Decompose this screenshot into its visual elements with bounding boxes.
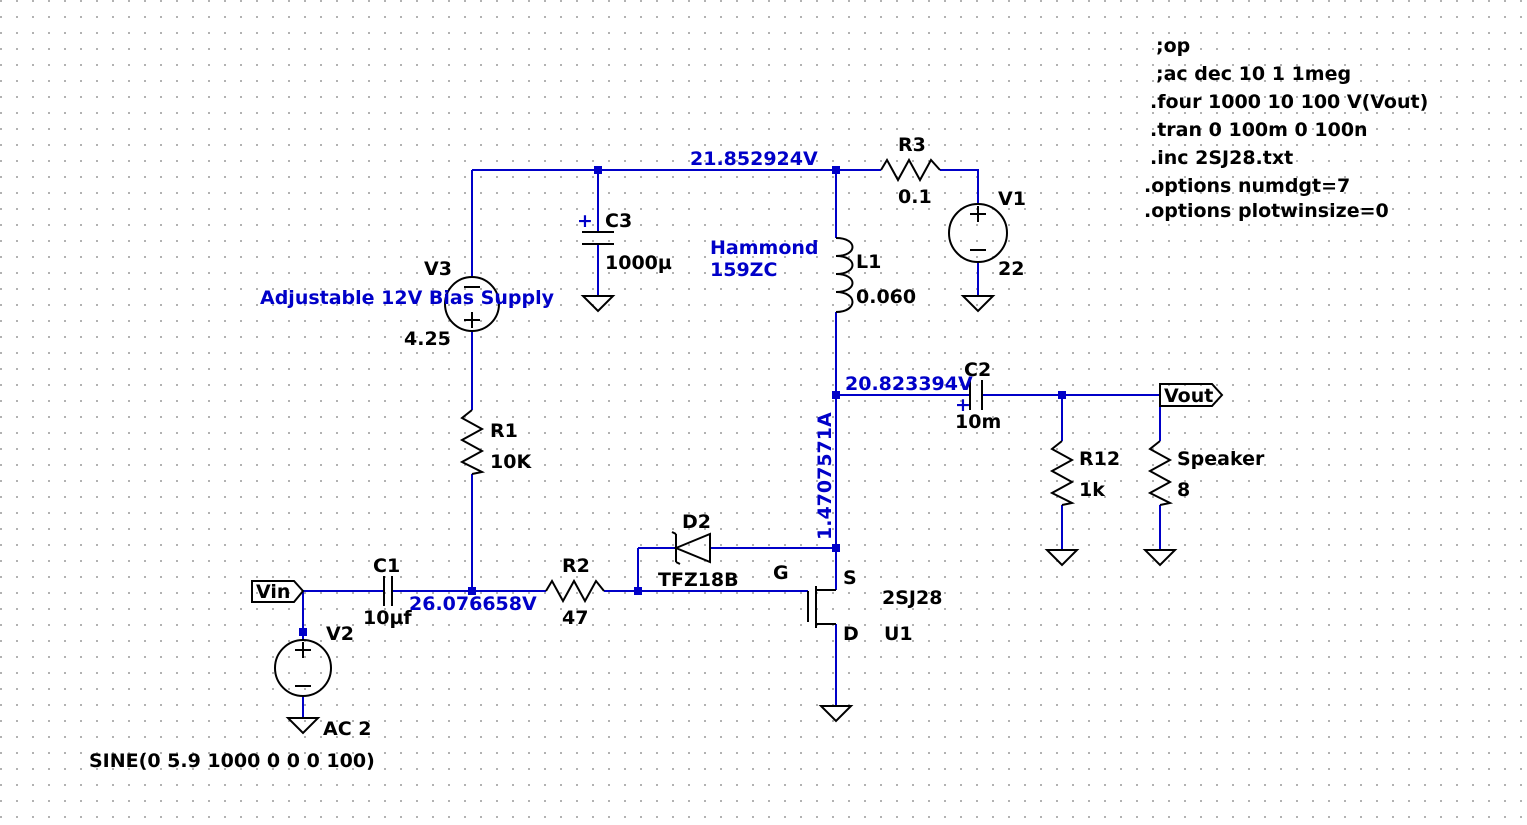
c3-name: C3 [605, 210, 632, 232]
port-vout[interactable]: Vout [1159, 383, 1224, 407]
l1-name: L1 [856, 251, 881, 273]
l1-value: 0.060 [856, 286, 916, 308]
ground-v1 [960, 295, 996, 313]
junction-gate-node [468, 587, 476, 595]
ground-speaker [1142, 549, 1178, 567]
junction-v2-top [299, 628, 307, 636]
mosfet-u1-symbol [807, 586, 836, 628]
ground-u1 [818, 705, 854, 723]
diode-d2-symbol [671, 531, 711, 565]
c2-polarity-mark: + [955, 394, 971, 416]
v2-source-spec: SINE(0 5.9 1000 0 0 0 100) [89, 750, 375, 772]
resistor-r1-symbol [459, 409, 486, 475]
top-rail-voltage-label: 21.852924V [690, 148, 818, 170]
port-vin[interactable]: Vin [251, 580, 305, 603]
port-vout-label: Vout [1164, 385, 1213, 407]
junction-d2-cathode [832, 544, 840, 552]
junction-c3-top [594, 166, 602, 174]
mosfet-current-label: 1.4707571A [814, 412, 836, 540]
u1-gate-pin-label: G [773, 562, 789, 584]
r2-name: R2 [562, 555, 590, 577]
bias-supply-note: Adjustable 12V Bias Supply [260, 287, 555, 309]
resistor-r2-symbol [545, 578, 605, 604]
ground-c3 [580, 295, 616, 313]
resistor-speaker-symbol [1147, 440, 1174, 506]
r2-value: 47 [562, 607, 588, 629]
capacitor-c3-symbol [582, 231, 614, 245]
directive-line: .inc 2SJ28.txt [1150, 147, 1293, 169]
u1-model: 2SJ28 [882, 587, 942, 609]
junction-r12-top [1058, 391, 1066, 399]
v2-name: V2 [326, 623, 354, 645]
u1-source-pin-label: S [843, 567, 857, 589]
transformer-note-line2: 159ZC [710, 259, 777, 281]
c1-name: C1 [373, 555, 400, 577]
u1-drain-pin-label: D [843, 623, 859, 645]
directive-line: .four 1000 10 100 V(Vout) [1150, 91, 1428, 113]
gate-node-voltage-label: 26.076658V [409, 593, 537, 615]
resistor-r12-symbol [1049, 440, 1076, 506]
inductor-l1-symbol [835, 237, 854, 313]
port-vout-shape [1159, 383, 1224, 407]
r12-name: R12 [1079, 448, 1120, 470]
resistor-r3-symbol [880, 157, 941, 183]
d2-name: D2 [682, 511, 711, 533]
wires [302, 169, 1161, 718]
r1-name: R1 [490, 420, 518, 442]
voltage-source-v2-symbol [274, 639, 332, 697]
directive-line: .tran 0 100m 0 100n [1150, 119, 1368, 141]
v1-value: 22 [998, 258, 1024, 280]
junction-r2-right [634, 587, 642, 595]
junction-l1-top [832, 166, 840, 174]
directive-line: .options plotwinsize=0 [1144, 200, 1389, 222]
transformer-note-line1: Hammond [710, 237, 819, 259]
directive-line: ;ac dec 10 1 1meg [1156, 63, 1351, 85]
d2-value: TFZ18B [658, 569, 739, 591]
capacitor-c1-symbol [383, 576, 393, 606]
c2-name: C2 [964, 359, 991, 381]
ground-symbols [285, 295, 1178, 735]
port-vin-shape [251, 580, 305, 603]
spice-directives: ;op ;ac dec 10 1 1meg .four 1000 10 100 … [1144, 35, 1428, 222]
r3-value: 0.1 [898, 186, 932, 208]
r12-value: 1k [1079, 479, 1105, 501]
speaker-name: Speaker [1177, 448, 1265, 470]
directive-line: ;op [1156, 35, 1190, 57]
ground-r12 [1044, 549, 1080, 567]
u1-name: U1 [884, 623, 913, 645]
c3-value: 1000µ [605, 252, 672, 274]
speaker-value: 8 [1177, 479, 1190, 501]
r3-name: R3 [898, 134, 926, 156]
junctions [299, 166, 1066, 636]
junction-drain-node [832, 391, 840, 399]
c2-value: 10m [955, 411, 1001, 433]
voltage-source-v1-symbol [948, 203, 1008, 263]
drain-node-voltage-label: 20.823394V [845, 373, 973, 395]
c3-polarity-mark: + [577, 210, 593, 232]
r1-value: 10K [490, 451, 532, 473]
capacitor-c2-symbol [969, 380, 983, 410]
voltage-source-v3-symbol [444, 276, 500, 332]
directive-line: .options numdgt=7 [1144, 175, 1350, 197]
v3-value: 4.25 [404, 328, 451, 350]
ground-v2 [285, 717, 321, 735]
v3-name: V3 [424, 258, 452, 280]
v2-ac-spec: AC 2 [323, 718, 371, 740]
port-vin-label: Vin [256, 581, 290, 603]
c1-value: 10µf [363, 607, 412, 629]
v1-name: V1 [998, 188, 1026, 210]
